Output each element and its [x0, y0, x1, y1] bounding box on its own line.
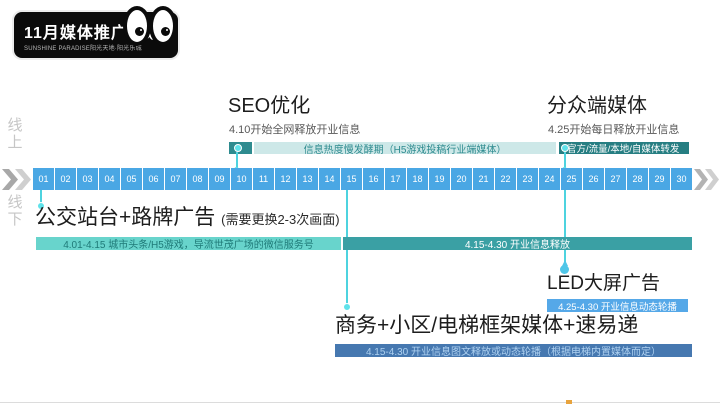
bus-title-text: 公交站台+路牌广告 [35, 206, 216, 229]
timeline-day-24: 24 [539, 168, 560, 190]
led-bar: 4.25-4.30 开业信息动态轮播 [547, 299, 688, 313]
timeline-day-14: 14 [319, 168, 340, 190]
timeline-day-20: 20 [451, 168, 472, 190]
connector-day25-up [564, 152, 566, 169]
bus-title-note: (需要更换2-3次画面) [221, 212, 340, 227]
timeline-day-15: 15 [341, 168, 362, 190]
timeline-day-23: 23 [517, 168, 538, 190]
timeline-day-17: 17 [385, 168, 406, 190]
connector-day25-down [564, 190, 566, 263]
timeline-day-13: 13 [297, 168, 318, 190]
seo-subtitle: 4.10开始全网释放开业信息 [229, 124, 361, 136]
bus-marker-dot [37, 202, 45, 210]
chevron-right-icon [2, 169, 31, 190]
timeline-day-06: 06 [143, 168, 164, 190]
slide-bottom-divider [0, 402, 720, 403]
relay-marker-dot [561, 144, 569, 152]
connector-day10-up [236, 152, 238, 169]
timeline-day-22: 22 [495, 168, 516, 190]
timeline-day-29: 29 [649, 168, 670, 190]
plan-logo: 11月媒体推广计划 SUNSHINE PARADISE阳光天地·阳光乐城 [14, 6, 178, 58]
timeline-day-10: 10 [231, 168, 252, 190]
elevator-bar: 4.15-4.30 开业信息图文释放或动态轮播（根据电梯内置媒体而定） [335, 344, 692, 358]
chevron-right-icon [694, 169, 719, 190]
timeline-day-08: 08 [187, 168, 208, 190]
relay-bar: 官方/流量/本地/自媒体转发 [559, 142, 689, 155]
online-label: 线 上 [7, 117, 23, 151]
connector-day01-down [40, 190, 42, 205]
timeline-day-30: 30 [671, 168, 692, 190]
fenzhong-title: 分众端媒体 [547, 95, 647, 117]
timeline-day-09: 09 [209, 168, 230, 190]
bus-title: 公交站台+路牌广告 (需要更换2-3次画面) [35, 206, 340, 229]
offline-label: 线 下 [7, 194, 23, 228]
timeline-day-01: 01 [33, 168, 54, 190]
plan-tagline: SUNSHINE PARADISE阳光天地·阳光乐城 [24, 46, 142, 52]
seo-title: SEO优化 [228, 95, 311, 117]
timeline-day-26: 26 [583, 168, 604, 190]
timeline-day-02: 02 [55, 168, 76, 190]
led-title: LED大屏广告 [547, 273, 660, 294]
timeline-day-07: 07 [165, 168, 186, 190]
seo-marker-dot [234, 144, 242, 152]
logo-eye-icon [123, 6, 151, 46]
bus-bar-phase1: 4.01-4.15 城市头条/H5游戏，导流世茂广场的微信服务号 [36, 237, 341, 251]
timeline-day-18: 18 [407, 168, 428, 190]
timeline-day-25: 25 [561, 168, 582, 190]
footer-orange-tick [566, 400, 572, 404]
timeline-day-21: 21 [473, 168, 494, 190]
timeline-day-03: 03 [77, 168, 98, 190]
timeline-day-27: 27 [605, 168, 626, 190]
fermentation-bar: 信息热度慢发酵期（H5游戏投稿行业端媒体） [254, 142, 556, 156]
timeline-day-28: 28 [627, 168, 648, 190]
timeline-day-05: 05 [121, 168, 142, 190]
timeline-day-04: 04 [99, 168, 120, 190]
timeline-day-19: 19 [429, 168, 450, 190]
fenzhong-subtitle: 4.25开始每日释放开业信息 [548, 124, 680, 136]
timeline-day-16: 16 [363, 168, 384, 190]
bus-bar-phase2: 4.15-4.30 开业信息释放 [343, 237, 692, 251]
elevator-marker-dot [343, 303, 351, 311]
logo-eye-icon [149, 6, 177, 46]
timeline-day-11: 11 [253, 168, 274, 190]
timeline-day-12: 12 [275, 168, 296, 190]
led-marker-drop [560, 260, 569, 274]
elevator-title: 商务+小区/电梯框架媒体+速易递 [335, 314, 639, 337]
